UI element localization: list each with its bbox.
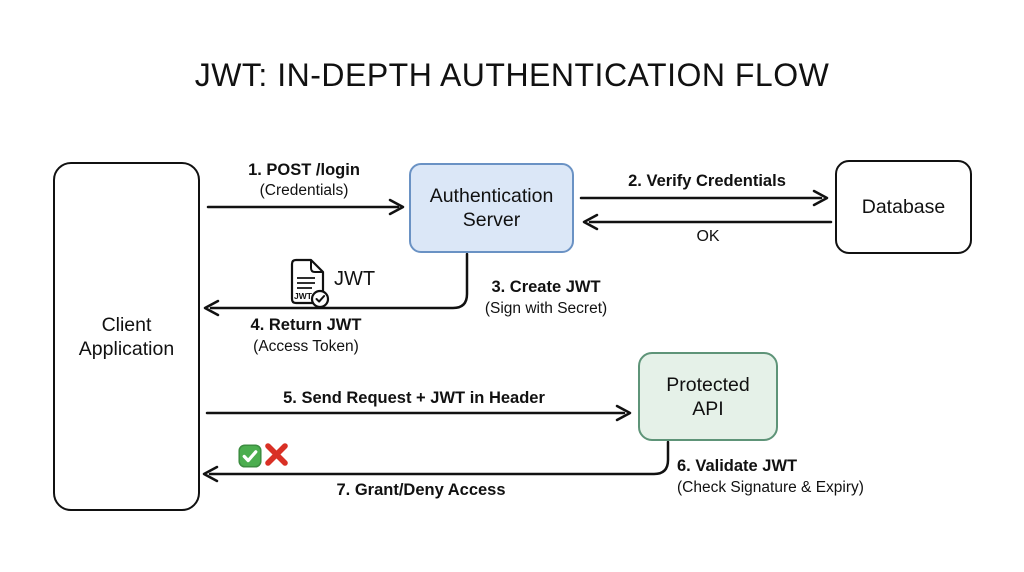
arrow-step7	[208, 440, 670, 476]
step4-sublabel: (Access Token)	[253, 338, 359, 355]
step4-label: 4. Return JWT	[250, 316, 362, 334]
step1-label: 1. POST /login	[248, 161, 360, 179]
step6-label: 6. Validate JWT	[677, 457, 798, 475]
grant-check-icon	[238, 444, 262, 468]
step1-sublabel: (Credentials)	[259, 182, 349, 199]
client-label-line1: Client	[101, 313, 152, 336]
step7-label: 7. Grant/Deny Access	[336, 481, 506, 499]
step3-sublabel: (Sign with Secret)	[484, 300, 608, 317]
step6-sublabel: (Check Signature & Expiry)	[677, 479, 864, 496]
jwt-token-document-icon: JWT	[290, 258, 330, 308]
node-protected-api: Protected API	[638, 352, 778, 441]
client-label-line2: Application	[78, 337, 175, 360]
node-authentication-server: Authentication Server	[409, 163, 574, 253]
arrowhead-step4	[203, 299, 220, 317]
arrowhead-step7	[202, 465, 219, 483]
arrowhead-step2-ok	[582, 213, 599, 231]
step3-label: 3. Create JWT	[491, 278, 601, 296]
diagram-title: JWT: IN-DEPTH AUTHENTICATION FLOW	[194, 57, 830, 93]
step5-label: 5. Send Request + JWT in Header	[283, 389, 545, 407]
step2-label: 2. Verify Credentials	[628, 172, 786, 190]
auth-label-line2: Server	[462, 209, 521, 231]
arrow-step4	[209, 252, 469, 310]
node-client-application: Client Application	[53, 162, 200, 511]
jwt-doc-text: JWT	[294, 291, 313, 301]
step2-response-label: OK	[696, 228, 720, 245]
auth-label-line1: Authentication	[429, 185, 554, 207]
arrowhead-step1	[388, 198, 405, 216]
api-label-line1: Protected	[666, 373, 750, 396]
deny-cross-icon	[265, 443, 288, 466]
database-label: Database	[861, 196, 946, 218]
arrowhead-step5	[615, 404, 632, 422]
node-database: Database	[835, 160, 972, 254]
jwt-token-label: JWT	[334, 268, 376, 290]
arrowhead-step2	[812, 189, 829, 207]
api-label-line2: API	[692, 397, 724, 420]
